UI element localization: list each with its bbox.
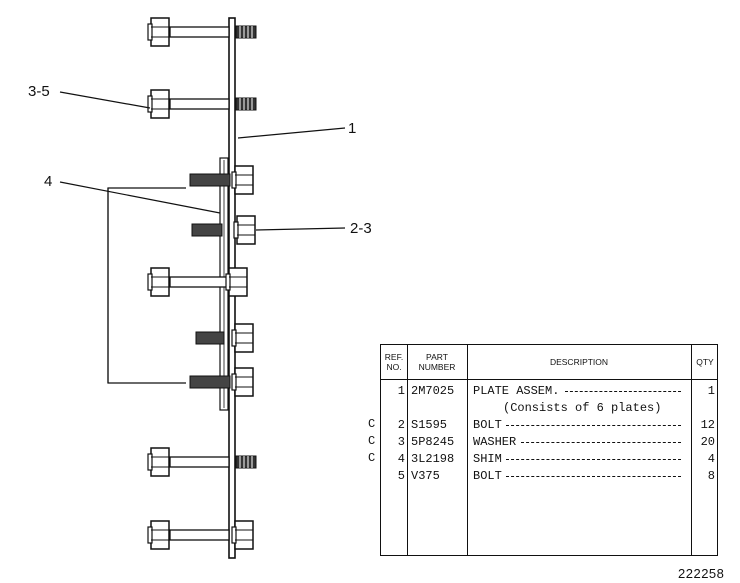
header-description: DESCRIPTION (549, 357, 609, 367)
leader-dashes (520, 442, 681, 443)
leader-dashes (564, 391, 681, 392)
description-cell: PLATE ASSEM. (473, 384, 560, 398)
left-bolt (147, 520, 254, 550)
header-ref-no: REF. NO. (384, 352, 404, 372)
description-cell: BOLT (473, 418, 502, 432)
ref-no-cell: 5 (397, 469, 405, 483)
callout-upper-bolt: 3-5 (28, 83, 50, 100)
leader-dashes (506, 425, 681, 426)
left-bolt (147, 267, 248, 297)
qty-cell: 20 (700, 435, 715, 449)
description-cell: WASHER (473, 435, 517, 449)
part-number-cell: S1595 (411, 418, 448, 432)
part-number-cell: 3L2198 (411, 452, 455, 466)
table-row: 3 5P8245 WASHER 20 (381, 434, 717, 451)
part-number-cell: 2M7025 (411, 384, 455, 398)
callout-plate: 1 (348, 120, 356, 137)
callout-shim: 4 (44, 173, 52, 190)
left-bolt (147, 89, 257, 119)
change-flag: C (368, 451, 376, 465)
callout-washer-bolt: 2-3 (350, 220, 372, 237)
washer-bolt (189, 165, 254, 195)
table-row: 1 2M7025 PLATE ASSEM. 1 (381, 383, 717, 400)
washer-bolt (191, 215, 256, 245)
qty-cell: 8 (707, 469, 715, 483)
ref-no-cell: 4 (397, 452, 405, 466)
ref-no-cell: 2 (397, 418, 405, 432)
figure-number: 222258 (678, 566, 724, 581)
qty-cell: 12 (700, 418, 715, 432)
left-bolt (147, 447, 257, 477)
left-bolt (147, 17, 257, 47)
table-row: 4 3L2198 SHIM 4 (381, 451, 717, 468)
header-part-number: PART NUMBER (418, 352, 456, 372)
ref-no-cell: 1 (397, 384, 405, 398)
header-qty: QTY (696, 357, 714, 367)
change-flag: C (368, 434, 376, 448)
qty-cell: 4 (707, 452, 715, 466)
washer-bolt (189, 367, 254, 397)
table-row: 2 S1595 BOLT 12 (381, 417, 717, 434)
leader-dashes (506, 476, 681, 477)
qty-cell: 1 (707, 384, 715, 398)
leader-lines (59, 91, 346, 384)
part-number-cell: V375 (411, 469, 440, 483)
parts-table: REF. NO. PART NUMBER DESCRIPTION QTY 1 2M… (380, 344, 718, 556)
leader-dashes (506, 459, 681, 460)
description-cell: (Consists of 6 plates) (503, 401, 662, 415)
part-number-cell: 5P8245 (411, 435, 455, 449)
change-flag: C (368, 417, 376, 431)
description-cell: BOLT (473, 469, 502, 483)
ref-no-cell: 3 (397, 435, 405, 449)
table-row: (Consists of 6 plates) (381, 400, 717, 417)
description-cell: SHIM (473, 452, 502, 466)
washer-bolt (195, 323, 254, 353)
table-row: 5 V375 BOLT 8 (381, 468, 717, 485)
